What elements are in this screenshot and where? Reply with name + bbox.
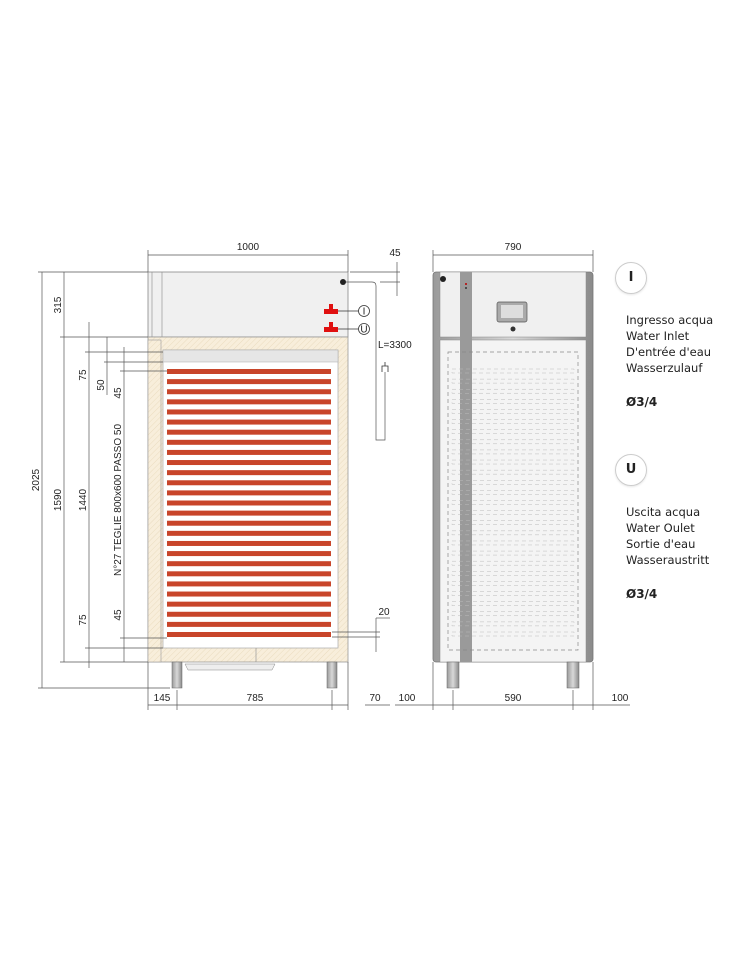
front-view: [432, 271, 594, 689]
tray: [167, 591, 331, 597]
tray: [167, 439, 331, 445]
tray: [167, 369, 331, 374]
tray: [167, 429, 331, 435]
tray: [167, 611, 331, 617]
legend-line: Wasserzulauf: [626, 361, 703, 375]
tray: [167, 601, 331, 607]
foot-right: [326, 661, 338, 689]
evaporator-strip: [162, 349, 339, 363]
legend-line: D'entrée d'eau: [626, 345, 712, 359]
tray: [167, 409, 331, 415]
legend-line: Water Oulet: [626, 521, 695, 535]
inlet-diameter: Ø3/4: [626, 395, 658, 409]
drip-tray: [184, 663, 276, 671]
tray: [167, 632, 331, 637]
foot-left: [171, 661, 183, 689]
tray: [167, 449, 331, 455]
legend-line: Uscita acqua: [626, 505, 701, 519]
dim-top-gap2: 50: [96, 379, 107, 391]
foot-left: [446, 661, 460, 689]
dim-right-depth: 70: [369, 693, 381, 704]
legend-inlet: I Ingresso acqua Water Inlet D'entrée d'…: [612, 262, 742, 410]
door-profile: [147, 339, 162, 663]
inlet-marker: I: [615, 262, 647, 294]
tray: [167, 510, 331, 516]
side-dimensions: 1000 45 L=3300 2025 315 1590 75 1440 75 …: [31, 242, 412, 710]
dim-tray-span: 1440: [78, 488, 89, 511]
tray-group: [167, 369, 331, 637]
dim-top-tray-gap: 45: [113, 387, 124, 399]
power-button[interactable]: [510, 326, 516, 332]
legend-line: Ingresso acqua: [626, 313, 714, 327]
dim-side-width: 1000: [237, 242, 260, 253]
power-connector-icon: [340, 279, 346, 285]
power-connector-icon: [440, 276, 446, 282]
dim-chamber-height: 1590: [53, 488, 64, 511]
power-cable: [346, 281, 386, 441]
door-handle[interactable]: [460, 272, 472, 662]
front-dimensions: 790 100 590 100: [395, 242, 630, 710]
tray: [167, 540, 331, 546]
tray: [167, 399, 331, 405]
tray: [167, 379, 331, 385]
tray: [167, 419, 331, 425]
dim-top-gap: 75: [78, 369, 89, 381]
dim-front-inner: 590: [505, 693, 522, 704]
tray: [167, 500, 331, 506]
tray: [167, 621, 331, 627]
tray: [167, 389, 331, 395]
dim-top-offset: 45: [389, 248, 401, 259]
plug-icon: [381, 362, 389, 372]
tray: [167, 561, 331, 567]
outlet-marker: U: [615, 454, 647, 486]
tray: [167, 490, 331, 496]
dim-total-height: 2025: [31, 468, 42, 491]
internal-outline: [447, 351, 579, 651]
top-unit: [147, 271, 349, 338]
outlet-diameter: Ø3/4: [626, 587, 658, 601]
tray: [167, 551, 331, 557]
dim-inner-depth: 785: [247, 693, 264, 704]
dim-bottom-gap: 75: [78, 614, 89, 626]
legend-line: Sortie d'eau: [626, 537, 696, 551]
dim-top-section: 315: [53, 296, 64, 313]
dim-tray-thickness: 20: [378, 607, 390, 618]
tray: [167, 470, 331, 476]
dim-bottom-tray-gap: 45: [113, 609, 124, 621]
tray: [167, 581, 331, 587]
svg-text:I: I: [363, 307, 366, 318]
tray: [167, 530, 331, 536]
foot-right: [566, 661, 580, 689]
outlet-valve-icon: U: [324, 322, 370, 336]
tray: [167, 460, 331, 466]
svg-text:U: U: [360, 325, 367, 336]
tray-label: N°27 TEGLIE 800x600 PASSO 50: [113, 424, 124, 576]
dim-left-depth: 145: [154, 693, 171, 704]
tray: [167, 480, 331, 486]
side-view: I U: [147, 271, 389, 689]
dim-side-left-100: 100: [399, 693, 416, 704]
tray: [167, 571, 331, 577]
dim-cable-length: L=3300: [378, 340, 412, 351]
inlet-valve-icon: I: [324, 304, 370, 318]
dim-front-right: 100: [612, 693, 629, 704]
legend-line: Wasseraustritt: [626, 553, 710, 567]
legend-line: Water Inlet: [626, 329, 690, 343]
legend-outlet: U Uscita acqua Water Oulet Sortie d'eau …: [612, 454, 742, 602]
tray: [167, 520, 331, 526]
dim-front-width: 790: [505, 242, 522, 253]
